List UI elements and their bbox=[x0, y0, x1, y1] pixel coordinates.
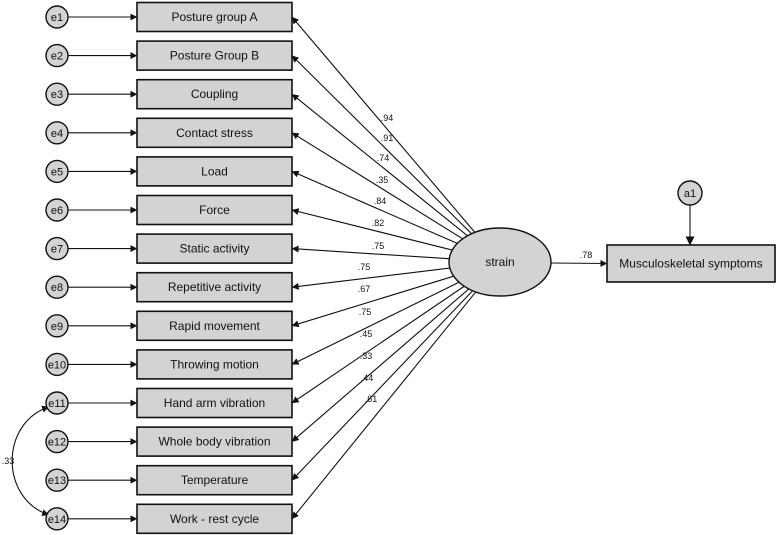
error-node-e14 bbox=[45, 507, 69, 531]
indicator-box-11 bbox=[136, 387, 293, 419]
loading-path-1 bbox=[291, 16, 476, 233]
indicator-label-12: Whole body vibration bbox=[158, 435, 270, 449]
indicator-box-5 bbox=[136, 156, 293, 187]
error-label-e11: e11 bbox=[48, 398, 66, 410]
indicator-label-10: Throwing motion bbox=[170, 357, 259, 371]
indicator-box-12 bbox=[136, 426, 293, 457]
error-node-e12 bbox=[45, 429, 69, 454]
loading-path-5 bbox=[291, 170, 458, 244]
indicator-box-2 bbox=[136, 40, 293, 71]
loading-value-12: .33 bbox=[360, 351, 373, 361]
loading-value-10: .75 bbox=[359, 307, 372, 317]
loading-value-7: .75 bbox=[372, 241, 385, 251]
loading-value-2: .91 bbox=[381, 133, 394, 143]
indicator-label-3: Coupling bbox=[191, 87, 238, 101]
error-node-e11 bbox=[45, 391, 69, 415]
indicator-box-3 bbox=[136, 78, 293, 110]
indicator-label-6: Force bbox=[199, 203, 230, 217]
indicator-box-8 bbox=[136, 271, 293, 303]
error-label-e12: e12 bbox=[48, 437, 66, 449]
indicator-label-7: Static activity bbox=[179, 242, 249, 256]
error-node-e6 bbox=[45, 198, 69, 222]
indicator-label-4: Contact stress bbox=[176, 126, 253, 140]
latent-label: strain bbox=[485, 255, 514, 269]
loading-value-11: .45 bbox=[360, 329, 373, 339]
outcome-label: Musculoskeletal symptoms bbox=[619, 257, 762, 271]
error-label-e13: e13 bbox=[48, 475, 66, 487]
loading-path-2 bbox=[291, 55, 472, 235]
loading-value-1: .94 bbox=[381, 113, 394, 123]
loading-value-4: .35 bbox=[376, 175, 389, 185]
indicator-box-9 bbox=[136, 310, 293, 342]
loading-value-9: .67 bbox=[358, 284, 371, 294]
error-node-e10 bbox=[45, 352, 69, 377]
loading-path-9 bbox=[291, 275, 454, 328]
loading-path-6 bbox=[291, 208, 453, 251]
error-node-e1 bbox=[45, 5, 69, 29]
indicator-box-6 bbox=[136, 194, 293, 226]
loading-path-8 bbox=[291, 267, 450, 290]
error-node-e5 bbox=[45, 159, 69, 184]
loading-path-3 bbox=[291, 93, 468, 237]
indicator-label-5: Load bbox=[201, 164, 228, 178]
indicator-box-14 bbox=[136, 503, 293, 535]
indicator-label-8: Repetitive activity bbox=[168, 280, 261, 294]
loading-path-10 bbox=[291, 281, 460, 365]
loading-value-6: .82 bbox=[372, 218, 385, 228]
error-label-e5: e5 bbox=[51, 166, 63, 178]
error-node-e7 bbox=[45, 236, 69, 261]
indicator-label-9: Rapid movement bbox=[169, 319, 260, 333]
error-node-e8 bbox=[45, 275, 69, 299]
loading-path-12 bbox=[291, 288, 470, 443]
error-label-e7: e7 bbox=[51, 244, 63, 256]
error-node-e4 bbox=[45, 121, 69, 145]
indicator-label-13: Temperature bbox=[181, 473, 249, 487]
error-label-e1: e1 bbox=[51, 12, 63, 24]
error-node-e9 bbox=[45, 314, 69, 338]
loading-value-5: .84 bbox=[374, 196, 387, 206]
indicator-box-13 bbox=[136, 464, 293, 496]
indicator-label-1: Posture group A bbox=[171, 10, 257, 24]
error-label-e2: e2 bbox=[51, 51, 63, 63]
covariance-value: .33 bbox=[2, 456, 15, 466]
disturbance-label: a1 bbox=[684, 188, 696, 200]
error-label-e14: e14 bbox=[48, 514, 66, 526]
indicator-box-7 bbox=[136, 233, 293, 264]
error-label-e4: e4 bbox=[51, 128, 63, 140]
error-label-e9: e9 bbox=[51, 321, 63, 333]
error-node-e2 bbox=[45, 43, 69, 68]
error-node-e13 bbox=[45, 468, 69, 492]
loading-value-3: .74 bbox=[377, 153, 390, 163]
loading-path-13 bbox=[291, 290, 474, 481]
loading-path-14 bbox=[291, 291, 477, 520]
loading-value-14: .61 bbox=[365, 394, 378, 404]
error-label-e8: e8 bbox=[51, 282, 63, 294]
loading-path-11 bbox=[291, 285, 465, 404]
loading-value-8: .75 bbox=[358, 262, 371, 272]
latent-node-strain bbox=[448, 227, 552, 297]
structural-path-value: .78 bbox=[580, 250, 593, 260]
error-label-e6: e6 bbox=[51, 205, 63, 217]
indicator-label-14: Work - rest cycle bbox=[170, 512, 259, 526]
indicator-box-4 bbox=[136, 117, 293, 149]
indicator-label-11: Hand arm vibration bbox=[164, 396, 265, 410]
structural-path bbox=[550, 259, 608, 267]
disturbance-node-a1 bbox=[677, 180, 703, 206]
error-label-e3: e3 bbox=[51, 89, 63, 101]
error-label-e10: e10 bbox=[48, 359, 66, 371]
loading-path-7 bbox=[291, 245, 450, 260]
loading-path-4 bbox=[291, 132, 463, 240]
covariance-path-e11-e14 bbox=[11, 405, 50, 517]
loading-value-13: .44 bbox=[361, 373, 374, 383]
indicator-label-2: Posture Group B bbox=[170, 49, 259, 63]
indicator-box-1 bbox=[136, 1, 293, 33]
outcome-box bbox=[606, 244, 776, 283]
indicator-box-10 bbox=[136, 349, 293, 380]
error-node-e3 bbox=[45, 82, 69, 106]
